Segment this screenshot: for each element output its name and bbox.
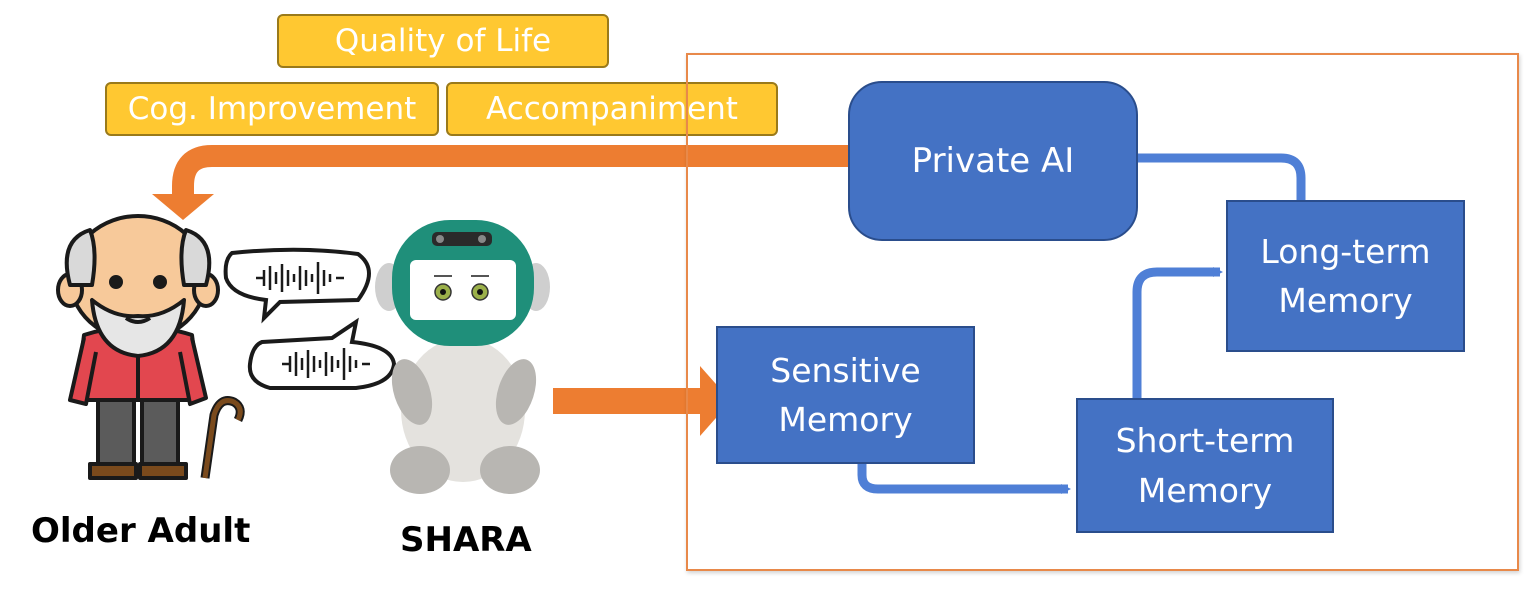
private-ai-label: Private AI [911, 140, 1075, 181]
goal-cog-improvement-label: Cog. Improvement [127, 91, 417, 127]
sensitive-memory-box: Sensitive Memory [716, 326, 975, 464]
input-arrow-shaft [553, 388, 703, 414]
input-arrowhead [700, 366, 731, 436]
long-term-memory-box: Long-term Memory [1226, 200, 1465, 352]
long-term-memory-label-line1: Long-term [1260, 231, 1431, 271]
short-to-long-arrow [1132, 267, 1223, 412]
goal-accompaniment: Accompaniment [446, 82, 778, 136]
shara-label: SHARA [400, 520, 532, 560]
sensitive-to-short-arrow-line [857, 455, 1071, 494]
memory-system-panel [686, 53, 1519, 571]
short-term-memory-label-line1: Short-term [1115, 421, 1295, 460]
goal-accompaniment-label: Accompaniment [486, 91, 738, 127]
feedback-arrow [172, 145, 860, 196]
sound-wave-icon [256, 262, 344, 294]
speech-bubble-adult [223, 247, 371, 324]
short-term-memory-label-line2: Memory [1137, 470, 1273, 510]
goal-cog-improvement: Cog. Improvement [105, 82, 439, 136]
sensitive-memory-label-line1: Sensitive [770, 350, 921, 390]
long-to-ai-arrow [1122, 153, 1306, 212]
sensitive-memory-label-line2: Memory [778, 400, 913, 439]
long-term-memory-label-line2: Memory [1278, 281, 1413, 320]
speech-bubble-robot [247, 317, 397, 390]
older-adult-label: Older Adult [31, 511, 251, 551]
goal-quality-of-life-label: Quality of Life [334, 23, 552, 59]
feedback-arrowhead [152, 194, 214, 220]
sound-wave-icon [282, 348, 370, 380]
goal-quality-of-life: Quality of Life [277, 14, 609, 68]
private-ai-box: Private AI [848, 81, 1138, 241]
older-adult-illustration [56, 214, 245, 480]
shara-robot-illustration [375, 220, 550, 494]
short-term-memory-box: Short-term Memory [1076, 398, 1334, 533]
